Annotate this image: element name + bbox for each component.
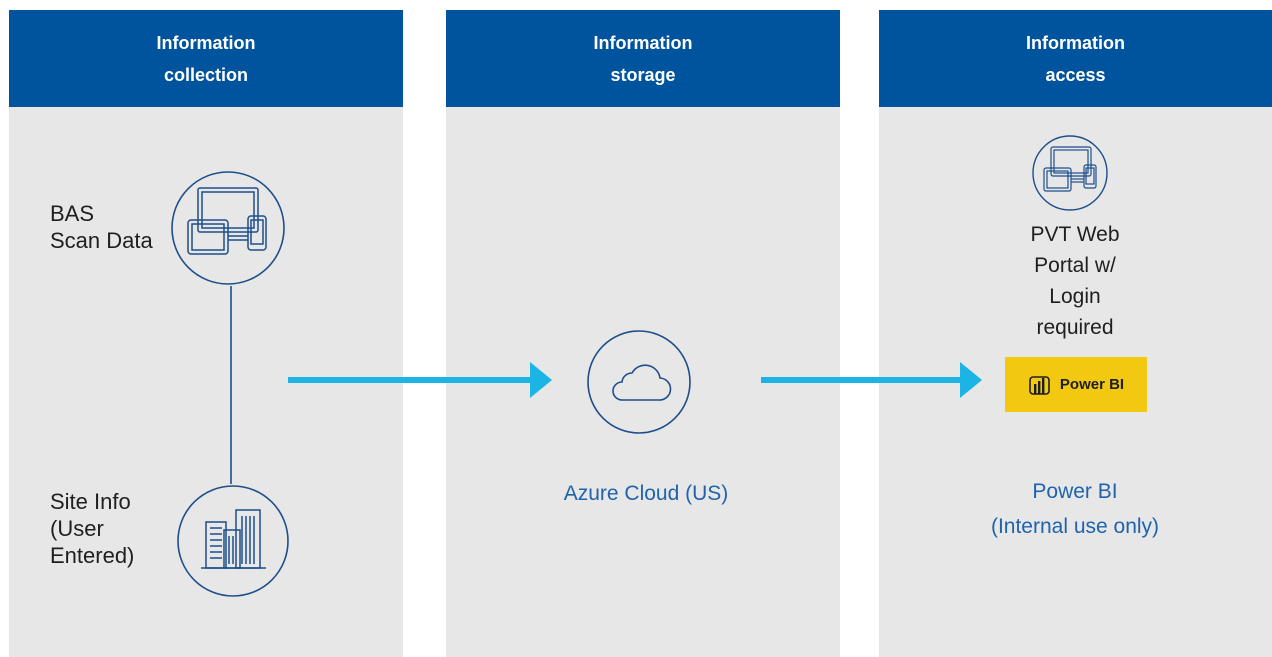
storage-column: Information storage — [446, 10, 840, 657]
bas-scan-data-label: BAS Scan Data — [50, 201, 153, 253]
powerbi-icon — [1029, 375, 1050, 395]
storage-header: Information storage — [446, 10, 840, 107]
arrow-to-access — [761, 362, 982, 398]
powerbi-badge: Power BI — [1005, 357, 1147, 412]
portal-devices-icon — [1031, 134, 1109, 212]
devices-icon — [170, 170, 286, 286]
powerbi-badge-text: Power BI — [1059, 376, 1125, 393]
collection-header: Information collection — [9, 10, 403, 107]
site-info-label: Site Info (User Entered) — [50, 489, 135, 568]
arrow-to-storage — [288, 362, 552, 398]
azure-cloud-label: Azure Cloud (US) — [563, 482, 729, 505]
powerbi-label: Power BI (Internal use only) — [990, 480, 1160, 538]
access-header: Information access — [879, 10, 1272, 107]
access-column: Information access — [879, 10, 1272, 657]
buildings-icon — [176, 484, 290, 598]
cloud-icon — [587, 330, 691, 434]
portal-label: PVT Web Portal w/ Login required — [1030, 223, 1120, 339]
